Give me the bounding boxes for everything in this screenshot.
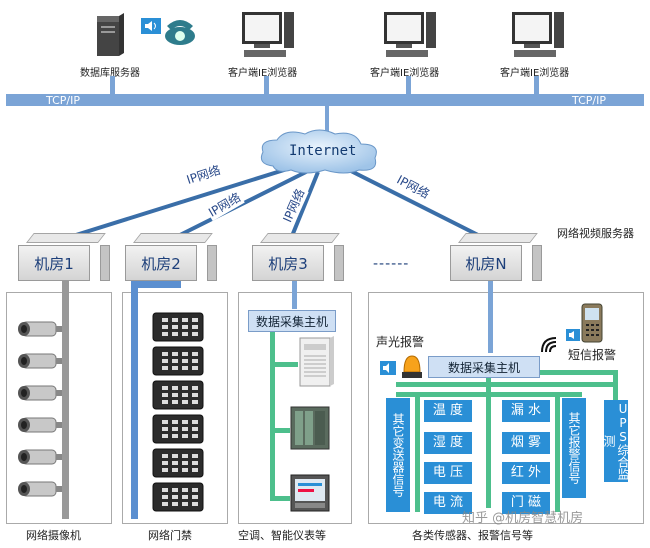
sensor-infrared: 红 外 bbox=[502, 462, 550, 484]
client-browser-label-3: 客户端IE浏览器 bbox=[500, 68, 570, 79]
network-camera-icon bbox=[16, 350, 64, 376]
air-conditioner-icon bbox=[298, 336, 336, 388]
ups-monitoring-box: UPS综合监测 bbox=[602, 400, 630, 482]
internet-cloud bbox=[255, 128, 385, 176]
device-link bbox=[406, 76, 411, 94]
ups-link bbox=[613, 370, 618, 400]
speaker-icon bbox=[141, 18, 161, 34]
camera-panel-label: 网络摄像机 bbox=[26, 529, 81, 542]
panel3-link bbox=[292, 281, 297, 309]
access-keypad-icon bbox=[152, 346, 206, 376]
smart-meter-icon bbox=[290, 406, 332, 452]
bus-label-right: TCP/IP bbox=[572, 94, 606, 107]
panel3-branch bbox=[270, 362, 298, 367]
panel3-branch bbox=[270, 428, 290, 433]
panelN-hbar bbox=[396, 392, 582, 397]
room-2-label: 机房2 bbox=[125, 245, 197, 281]
room-3-label: 机房3 bbox=[252, 245, 324, 281]
internet-label: Internet bbox=[289, 143, 357, 159]
client-computer-icon bbox=[382, 10, 438, 60]
panelN-link bbox=[488, 281, 493, 353]
room-2-box: 机房2 bbox=[125, 233, 217, 281]
device-link bbox=[534, 76, 539, 94]
sensor-panel-label: 各类传感器、报警信号等 bbox=[412, 529, 533, 542]
right-sensor-feed bbox=[555, 392, 560, 512]
sensor-water-leak: 漏 水 bbox=[502, 400, 550, 422]
speaker-icon bbox=[566, 326, 580, 341]
access-keypad-icon bbox=[152, 414, 206, 444]
room-n-label: 机房N bbox=[450, 245, 522, 281]
database-server-icon bbox=[95, 12, 125, 58]
telephone-icon bbox=[163, 16, 197, 46]
sensor-voltage: 电 压 bbox=[424, 462, 472, 484]
other-alarm-signal-box: 其它报警信号 bbox=[562, 398, 586, 498]
network-camera-icon bbox=[16, 382, 64, 408]
room-1-label: 机房1 bbox=[18, 245, 90, 281]
room-n-box: 机房N bbox=[450, 233, 542, 281]
panelN-collector-host: 数据采集主机 bbox=[428, 356, 540, 378]
panel3-collector-host: 数据采集主机 bbox=[248, 310, 336, 332]
device-link bbox=[264, 76, 269, 94]
access-keypad-icon bbox=[152, 482, 206, 512]
sensor-door-magnet: 门 磁 bbox=[502, 492, 550, 514]
panelN-hbar bbox=[396, 382, 616, 387]
device-link bbox=[110, 76, 115, 94]
left-sensor-feed bbox=[415, 392, 420, 512]
smart-instrument-icon bbox=[290, 474, 332, 514]
client-computer-icon bbox=[510, 10, 566, 60]
access-keypad-icon bbox=[152, 380, 206, 410]
sensor-humidity: 湿 度 bbox=[424, 432, 472, 454]
network-camera-icon bbox=[16, 478, 64, 504]
alarm-light-icon bbox=[400, 350, 424, 380]
sensor-smoke: 烟 雾 bbox=[502, 432, 550, 454]
bus-label-left: TCP/IP bbox=[46, 94, 80, 107]
watermark: 知乎 @机房智慧机房 bbox=[462, 511, 584, 526]
video-server-label: 网络视频服务器 bbox=[557, 227, 634, 240]
client-computer-icon bbox=[240, 10, 296, 60]
access-backbone bbox=[131, 281, 138, 519]
panel3-backbone bbox=[270, 332, 275, 500]
database-server-label: 数据库服务器 bbox=[80, 68, 140, 79]
mobile-phone-icon bbox=[580, 303, 604, 343]
room-3-box: 机房3 bbox=[252, 233, 344, 281]
ups-link bbox=[540, 370, 618, 375]
access-panel-label: 网络门禁 bbox=[148, 529, 192, 542]
rooms-ellipsis: ------ bbox=[373, 256, 410, 272]
sms-alarm-label: 短信报警 bbox=[568, 348, 617, 362]
bus-to-cloud-link bbox=[325, 106, 329, 132]
tcpip-bus bbox=[6, 94, 644, 106]
wireless-signal-icon bbox=[540, 336, 564, 356]
sensor-temperature: 温 度 bbox=[424, 400, 472, 422]
network-camera-icon bbox=[16, 318, 64, 344]
network-camera-icon bbox=[16, 414, 64, 440]
sound-light-alarm-label: 声光报警 bbox=[376, 335, 425, 349]
access-keypad-icon bbox=[152, 448, 206, 478]
room-1-box: 机房1 bbox=[18, 233, 110, 281]
environment-panel-label: 空调、智能仪表等 bbox=[238, 529, 326, 542]
client-browser-label-2: 客户端IE浏览器 bbox=[370, 68, 440, 79]
sensor-current: 电 流 bbox=[424, 492, 472, 514]
speaker-icon bbox=[380, 360, 396, 375]
other-transmitter-signal-box: 其它变送器信号 bbox=[386, 398, 410, 512]
client-browser-label-1: 客户端IE浏览器 bbox=[228, 68, 298, 79]
panelN-trunk bbox=[486, 378, 491, 508]
camera-backbone bbox=[62, 281, 69, 519]
access-keypad-icon bbox=[152, 312, 206, 342]
network-camera-icon bbox=[16, 446, 64, 472]
access-backbone-top bbox=[131, 281, 181, 288]
panel3-branch bbox=[270, 496, 290, 501]
